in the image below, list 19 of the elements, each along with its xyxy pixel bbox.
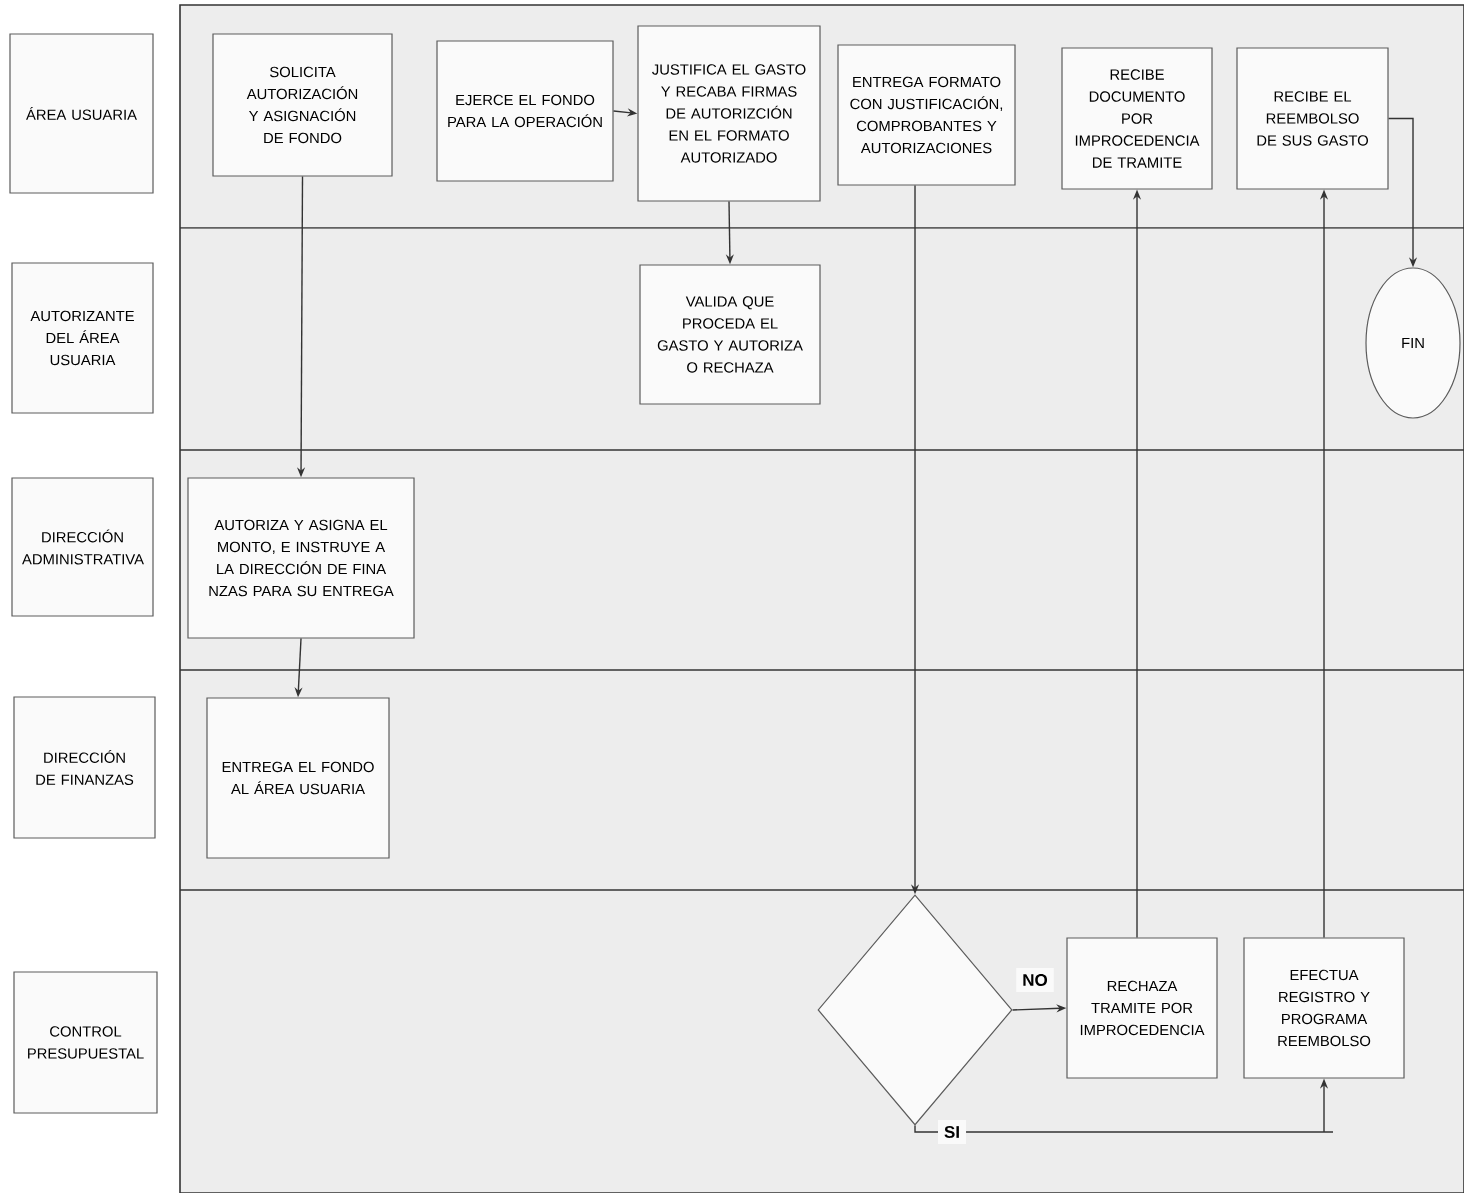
process-box: RECIBE DOCUMENTO POR IMPROCEDENCIA DE TRAMITE [1061, 47, 1213, 190]
process-box: VALIDA QUE PROCEDA EL GASTO Y AUTORIZA O RECHAZA [639, 264, 821, 405]
edge-label: NO [1016, 967, 1054, 992]
process-box: RECIBE EL REEMBOLSO DE SUS GASTO [1236, 47, 1389, 190]
process-box: EJERCE EL FONDO PARA LA OPERACIÓN [436, 40, 614, 182]
process-box: ENTREGA EL FONDO AL ÁREA USUARIA [206, 697, 390, 859]
lane-label: DIRECCIÓN DE FINANZAS [13, 696, 156, 839]
process-box: EFECTUA REGISTRO Y PROGRAMA REEMBOLSO [1243, 937, 1405, 1079]
end-terminator: FIN [1365, 267, 1461, 419]
process-box: JUSTIFICA EL GASTO Y RECABA FIRMAS DE AUTORIZCIÓN EN EL FORMATO AUTORIZADO [637, 25, 821, 202]
process-box: ENTREGA FORMATO CON JUSTIFICACIÓN, COMPROBANTES Y AUTORIZACIONES [837, 44, 1016, 186]
process-box: SOLICITA AUTORIZACIÓN Y ASIGNACIÓN DE FONDO [212, 33, 393, 177]
lane-label: ÁREA USUARIA [9, 33, 154, 194]
process-box: RECHAZA TRAMITE POR IMPROCEDENCIA [1066, 937, 1218, 1079]
lane-label: DIRECCIÓN ADMINISTRATIVA [11, 477, 154, 617]
decision-diamond [817, 894, 1013, 1126]
process-box: AUTORIZA Y ASIGNA EL MONTO, E INSTRUYE A LA DIRECCIÓN DE FINA NZAS PARA SU ENTREGA [187, 477, 415, 639]
lane-label: CONTROL PRESUPUESTAL [13, 971, 158, 1114]
lane-label: AUTORIZANTE DEL ÁREA USUARIA [11, 262, 154, 414]
